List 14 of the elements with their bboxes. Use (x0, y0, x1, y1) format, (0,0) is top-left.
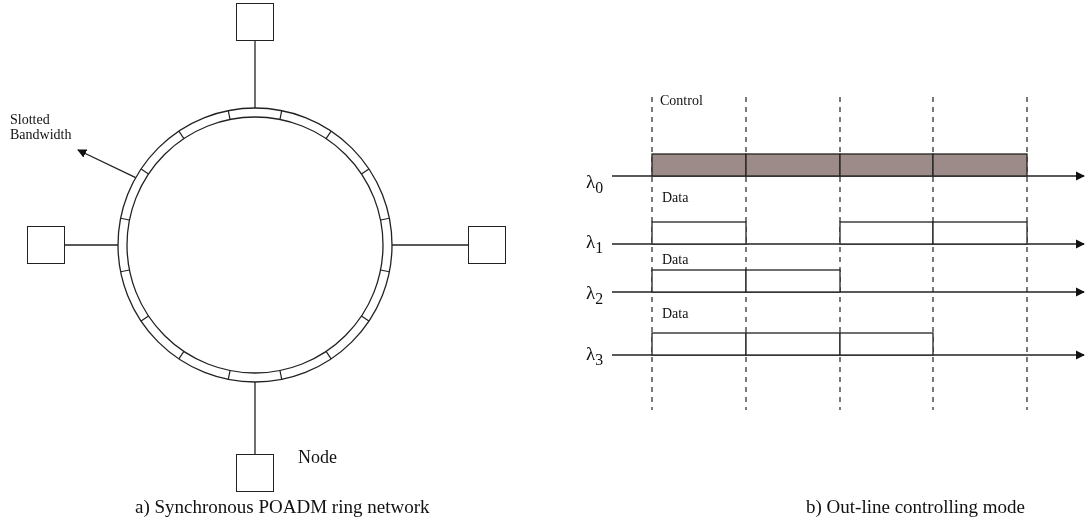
connector-line (254, 40, 256, 109)
node-box (468, 226, 506, 264)
connector-line (254, 381, 256, 455)
node-box (236, 454, 274, 492)
node-box (27, 226, 65, 264)
caption: b) Out-line controlling mode (806, 497, 1025, 518)
node-label: Node (298, 448, 337, 468)
node-box (236, 3, 274, 41)
leader-arrow (77, 149, 137, 179)
connector-line (391, 244, 469, 246)
connector-line (64, 244, 119, 246)
leader-label: Slotted Bandwidth (10, 112, 90, 143)
caption: a) Synchronous POADM ring network (135, 497, 430, 518)
slotted-ring (117, 107, 393, 383)
